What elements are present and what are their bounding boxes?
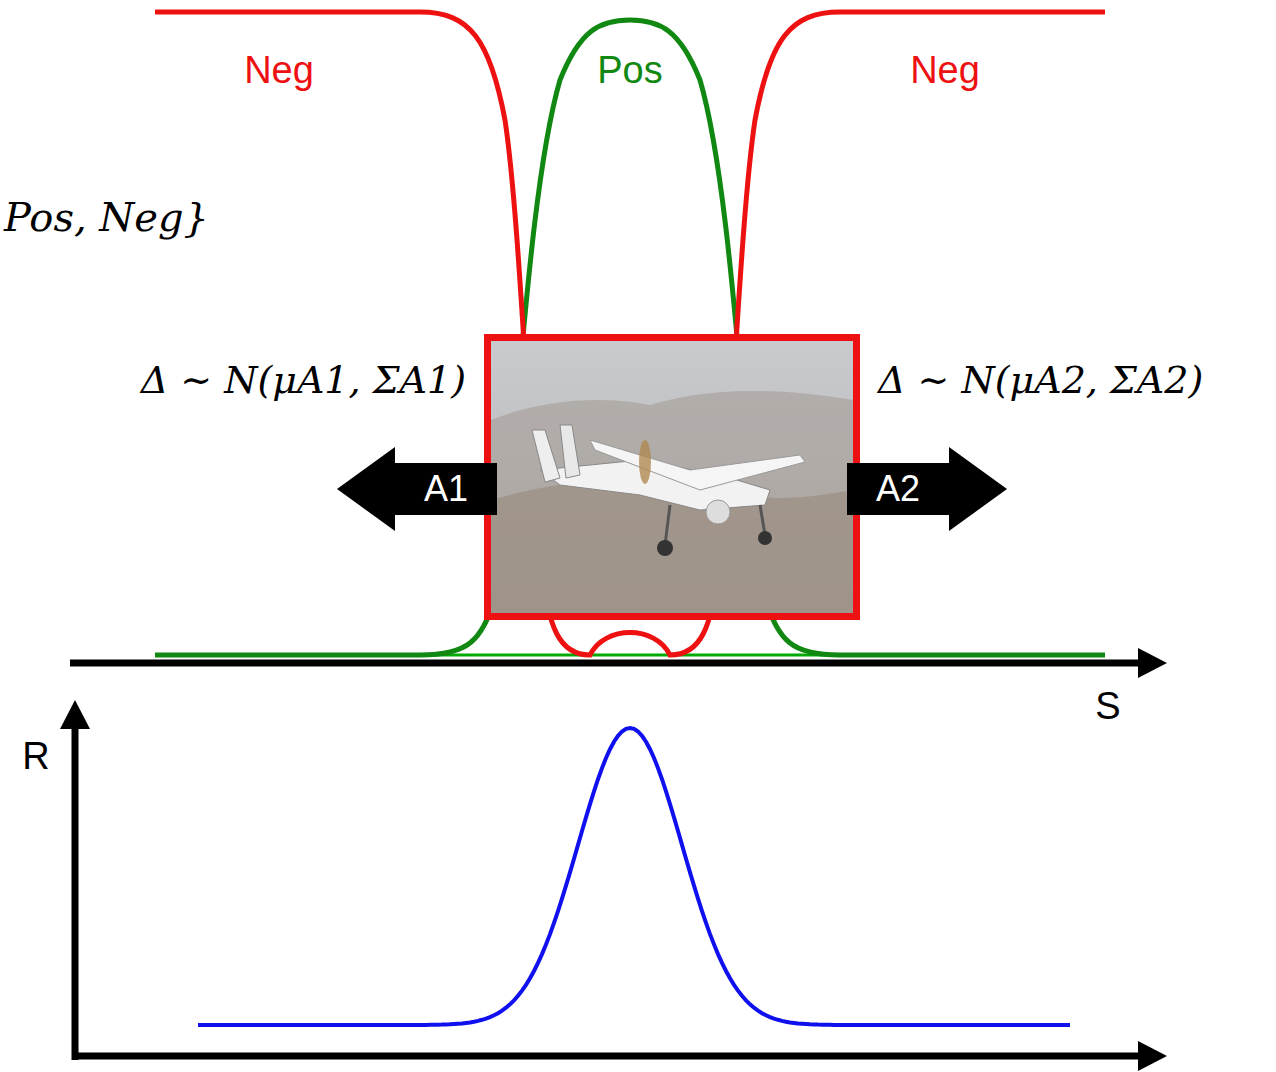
- set-label: Pos, Neg}: [4, 197, 209, 237]
- arrow-shape: [337, 447, 497, 531]
- arrow-shape: [847, 447, 1007, 531]
- r-axis: [72, 725, 79, 1060]
- pos-curve: [155, 20, 1105, 655]
- x-axis: [72, 1053, 1142, 1060]
- axis-label: R: [22, 737, 49, 775]
- hills: [491, 391, 853, 613]
- arrow-shape: [847, 447, 1007, 531]
- axis-label: S: [1095, 687, 1120, 725]
- class-label: Neg: [244, 51, 314, 89]
- photo: [491, 341, 853, 613]
- axis-head: [60, 700, 90, 729]
- action-label: A2: [876, 471, 920, 507]
- distribution-label: Δ ∼ N(μA2, ΣA2): [878, 361, 1203, 399]
- class-label: Neg: [910, 51, 980, 89]
- axis-head: [1138, 1041, 1167, 1071]
- s-axis: [70, 660, 1142, 667]
- action-label: A1: [424, 471, 468, 507]
- neg-curve: [155, 12, 1105, 655]
- axis-head: [1138, 648, 1167, 678]
- reward-curve: [198, 728, 1070, 1025]
- arrow-block: A2: [847, 447, 1007, 531]
- red-frame: [488, 338, 857, 617]
- drone: [532, 425, 805, 556]
- arrow-block: A1: [337, 447, 497, 531]
- arrow-shape: [337, 447, 497, 531]
- distribution-label: Δ ∼ N(μA1, ΣA1): [141, 361, 466, 399]
- class-label: Pos: [597, 51, 662, 89]
